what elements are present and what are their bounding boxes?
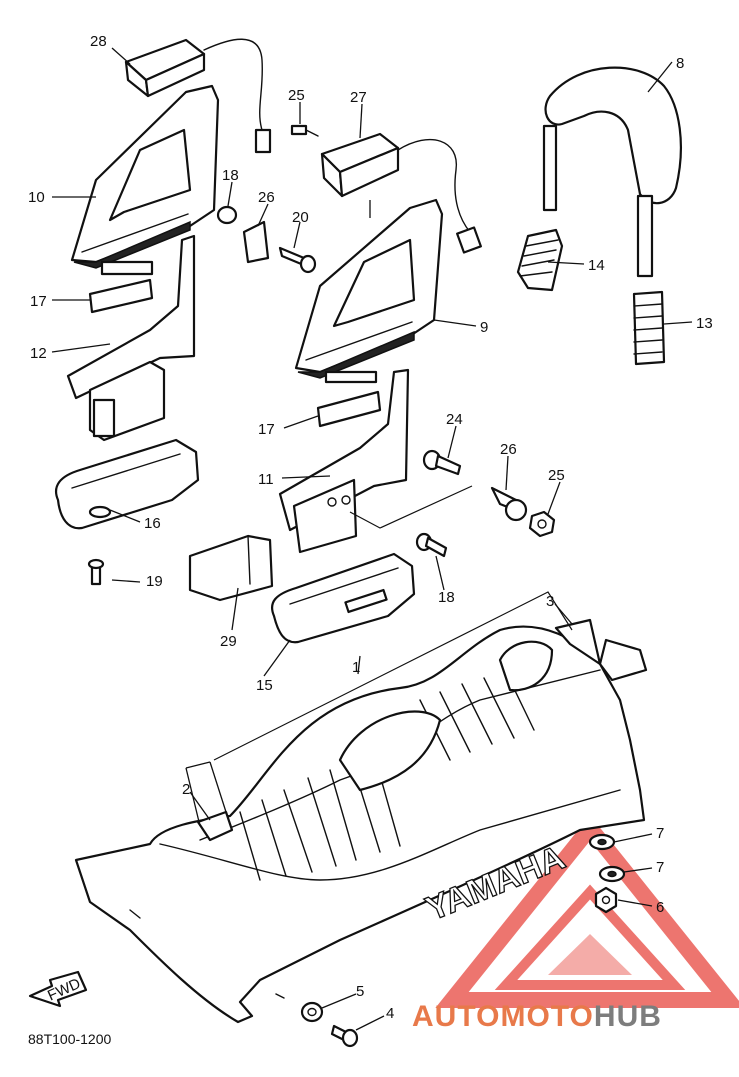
label-19: 18 [222, 167, 239, 184]
alignment-lines [213, 485, 573, 761]
part-9-side-cover [294, 198, 444, 384]
fwd-arrow-icon [28, 970, 88, 1008]
part-26-clip [242, 220, 270, 264]
label-29: 29 [220, 633, 237, 650]
diagram-code: 88T100-1200 [28, 1031, 112, 1047]
label-7a: 7 [656, 825, 664, 842]
part-29-cover [188, 534, 274, 602]
part-25-screw [290, 124, 319, 137]
label-1: 1 [352, 659, 360, 676]
part-17-bracket-right [316, 390, 382, 428]
label-28: 28 [90, 33, 107, 50]
part-7-grommet [588, 833, 616, 851]
part-24-collar [490, 486, 528, 522]
part-15-grip [270, 552, 416, 644]
watermark-triangle [435, 815, 739, 1008]
label-22: 24 [446, 411, 463, 428]
label-9: 9 [480, 319, 488, 336]
label-27: 27 [350, 89, 367, 106]
part-labels: 28 10 17 12 16 19 29 18 26 20 25 27 8 14… [28, 33, 713, 1022]
part-10-side-cover [70, 84, 220, 276]
label-24: 26 [500, 441, 517, 458]
label-21: 19 [146, 573, 163, 590]
label-14: 14 [588, 257, 605, 274]
label-16: 16 [144, 515, 161, 532]
part-22-bolt [422, 449, 462, 476]
leader-lines [51, 47, 693, 1031]
part-21-bolt [87, 558, 105, 586]
part-16-grip [54, 438, 200, 530]
label-10: 10 [28, 189, 45, 206]
part-11-stay [278, 368, 410, 554]
part-14-bellows [516, 228, 564, 292]
label-25: 25 [288, 87, 305, 104]
label-26: 26 [258, 189, 275, 206]
part-19-collar [216, 205, 238, 225]
label-2: 2 [182, 781, 190, 798]
label-12: 12 [30, 345, 47, 362]
part-12-stay [66, 234, 196, 442]
label-18: 18 [438, 589, 455, 606]
part-28-connector [124, 38, 272, 154]
label-11: 11 [258, 471, 274, 488]
label-17b: 17 [258, 421, 275, 438]
watermark-hub: HUB [594, 1000, 662, 1033]
part-20-bolt [278, 246, 317, 274]
part-5-washer [300, 1001, 324, 1023]
part-8-backrest [542, 66, 682, 278]
label-15: 15 [256, 677, 273, 694]
label-5: 5 [356, 983, 364, 1000]
label-13: 13 [696, 315, 713, 332]
label-8: 8 [676, 55, 684, 72]
part-1-seat [74, 618, 648, 1024]
label-17: 17 [30, 293, 47, 310]
part-17-bracket [88, 278, 154, 314]
label-3: 3 [546, 593, 554, 610]
label-23: 25 [548, 467, 565, 484]
part-27-connector [320, 132, 482, 254]
label-20: 20 [292, 209, 309, 226]
label-4: 4 [386, 1005, 394, 1022]
part-13-bellows [632, 290, 666, 366]
part-7-grommet-2 [598, 865, 626, 883]
part-18-bolt [415, 532, 448, 558]
watermark-text: AUTOMOTOHUB [412, 1000, 662, 1033]
watermark-moto: MOTO [500, 1000, 593, 1033]
label-6: 6 [656, 899, 664, 916]
part-23-nut [528, 510, 556, 538]
part-6-nut [594, 886, 618, 914]
watermark-auto: AUTO [412, 1000, 500, 1033]
part-4-bolt [330, 1024, 359, 1048]
label-7b: 7 [656, 859, 664, 876]
